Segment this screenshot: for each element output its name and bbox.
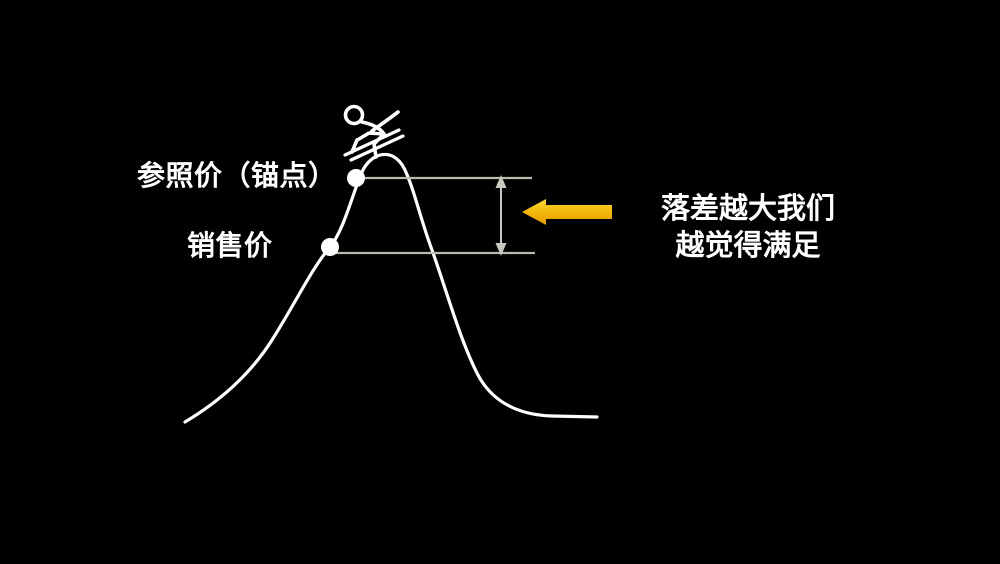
vertical-double-arrow [495,175,507,256]
left-arrow-icon [522,199,612,225]
anchor-price-label: 参照价（锚点） [137,159,337,192]
demand-curve [183,152,599,424]
skier-icon [343,104,405,162]
reference-lines [330,176,535,255]
callout-line-1: 落差越大我们 [660,191,835,225]
sale-price-dot [321,238,339,256]
sale-price-label: 销售价 [187,229,273,262]
callout-text: 落差越大我们 越觉得满足 [628,190,868,264]
callout-line-2: 越觉得满足 [675,228,821,263]
anchor-price-dot [347,169,365,187]
data-point-markers [321,169,365,256]
